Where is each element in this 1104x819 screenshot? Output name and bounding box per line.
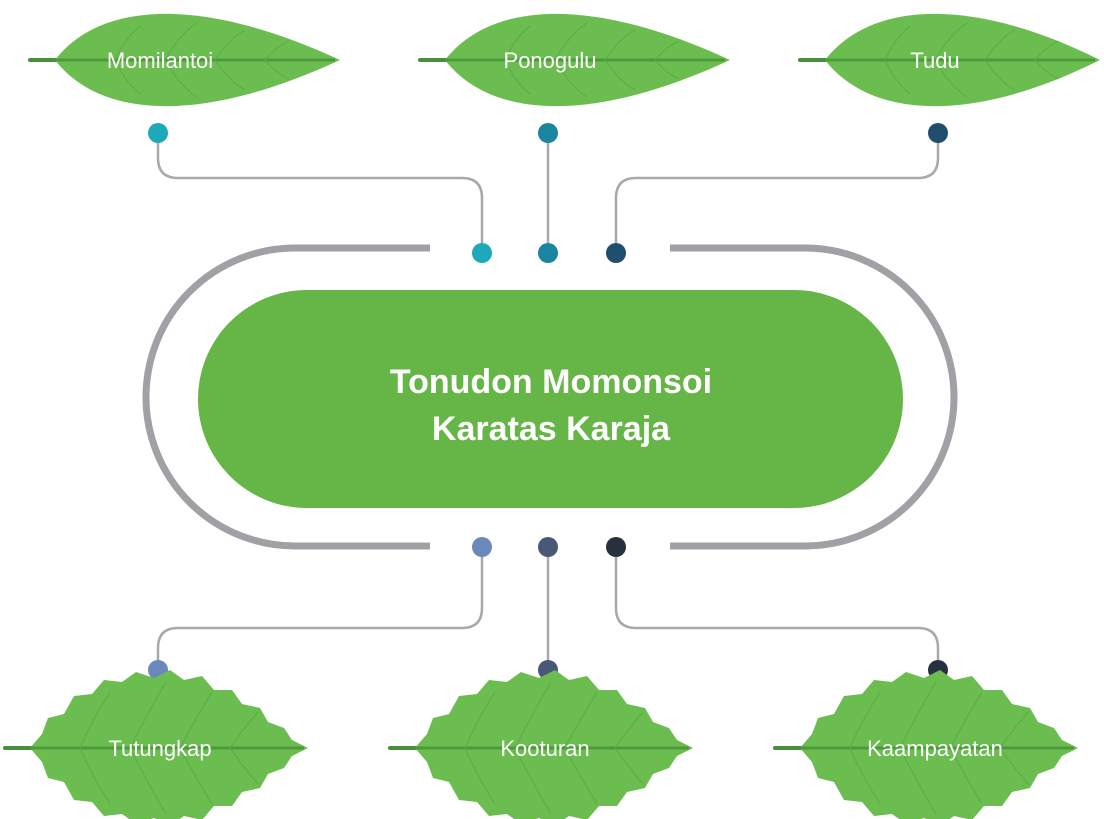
dot-tudu-outer bbox=[928, 123, 948, 143]
dot-tudu-inner bbox=[606, 243, 626, 263]
center-title-line1: Tonudon Momonsoi bbox=[390, 363, 712, 401]
leaf-ponogulu: Ponogulu bbox=[418, 13, 730, 107]
leaf-shape bbox=[30, 670, 308, 819]
leaf-label-tudu: Tudu bbox=[910, 48, 959, 73]
leaf-shape bbox=[415, 670, 693, 819]
dot-tutungkap-inner bbox=[472, 537, 492, 557]
dot-momilantoi-inner bbox=[472, 243, 492, 263]
connector-kaampayatan bbox=[614, 547, 940, 670]
center-title-line2: Karatas Karaja bbox=[432, 410, 671, 448]
leaf-label-tutungkap: Tutungkap bbox=[108, 736, 211, 761]
ring-left-arc bbox=[142, 244, 430, 550]
leaf-label-momilantoi: Momilantoi bbox=[107, 48, 213, 73]
connector-tudu bbox=[614, 133, 940, 253]
leaf-label-kooturan: Kooturan bbox=[500, 736, 589, 761]
ring-right-arc bbox=[670, 244, 958, 550]
connector-tutungkap bbox=[156, 547, 484, 670]
center-pill bbox=[198, 290, 903, 508]
leaf-shape bbox=[800, 670, 1078, 819]
leaf-kooturan: Kooturan bbox=[388, 670, 693, 819]
dot-momilantoi-outer bbox=[148, 123, 168, 143]
dot-ponogulu-inner bbox=[538, 243, 558, 263]
dot-kooturan-inner bbox=[538, 537, 558, 557]
dot-kaampayatan-inner bbox=[606, 537, 626, 557]
leaf-label-kaampayatan: Kaampayatan bbox=[867, 736, 1003, 761]
leaf-tutungkap: Tutungkap bbox=[3, 670, 308, 819]
dot-ponogulu-outer bbox=[538, 123, 558, 143]
leaf-tudu: Tudu bbox=[798, 13, 1100, 107]
connector-momilantoi bbox=[156, 133, 484, 253]
leaf-label-ponogulu: Ponogulu bbox=[504, 48, 597, 73]
leaf-kaampayatan: Kaampayatan bbox=[773, 670, 1078, 819]
leaf-momilantoi: Momilantoi bbox=[28, 13, 340, 107]
